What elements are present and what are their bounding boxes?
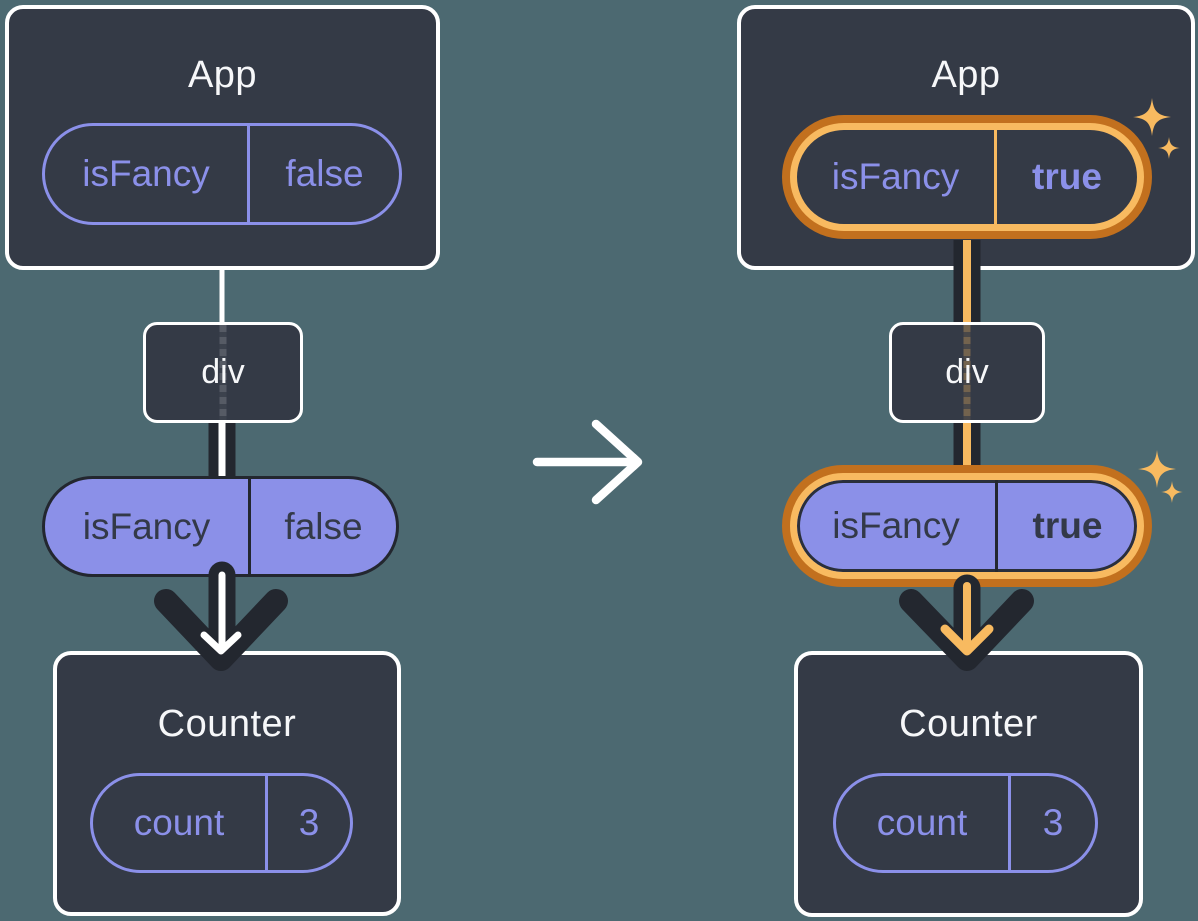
- sparkle-icon: [1138, 450, 1176, 488]
- counter-title-after: Counter: [899, 703, 1038, 745]
- counter-state-pill-before: count 3: [90, 773, 353, 873]
- state-name: count: [836, 776, 1011, 870]
- prop-name: isFancy: [797, 480, 998, 572]
- sparkle-icon: [1161, 481, 1183, 503]
- div-node-before: div: [143, 322, 303, 423]
- prop-value: false: [285, 153, 364, 194]
- prop-name: isFancy: [45, 479, 251, 574]
- app-title-before: App: [187, 54, 258, 96]
- app-prop-pill-after-highlighted: isFancy true: [790, 123, 1144, 231]
- sparkles-top: [1133, 98, 1180, 159]
- app-title-after: App: [931, 54, 1001, 96]
- div-label: div: [945, 353, 989, 391]
- sparkle-icon: [1133, 98, 1171, 136]
- prop-value: false: [284, 505, 363, 547]
- arrow-down-right: [899, 574, 1034, 671]
- prop-value: true: [1032, 505, 1103, 546]
- app-prop-pill-before: isFancy false: [42, 123, 402, 225]
- counter-state-pill-after: count 3: [833, 773, 1098, 873]
- div-label: div: [201, 353, 245, 391]
- prop-thread: [963, 325, 971, 420]
- arrow-right-icon: [532, 419, 643, 505]
- prop-value: true: [1032, 156, 1102, 197]
- state-value: 3: [298, 802, 320, 843]
- arrow-down-left: [154, 561, 288, 671]
- state-value: 3: [1042, 802, 1064, 843]
- passed-prop-pill-after-highlighted: isFancy true: [790, 473, 1144, 579]
- state-name: count: [93, 776, 268, 870]
- prop-name: isFancy: [45, 126, 250, 222]
- prop-thread: [219, 325, 227, 420]
- counter-title-before: Counter: [157, 703, 297, 745]
- prop-name: isFancy: [797, 130, 997, 224]
- sparkle-icon: [1158, 137, 1180, 159]
- div-node-after: div: [889, 322, 1045, 423]
- sparkles-middle: [1138, 450, 1183, 503]
- passed-prop-pill-before: isFancy false: [42, 476, 399, 577]
